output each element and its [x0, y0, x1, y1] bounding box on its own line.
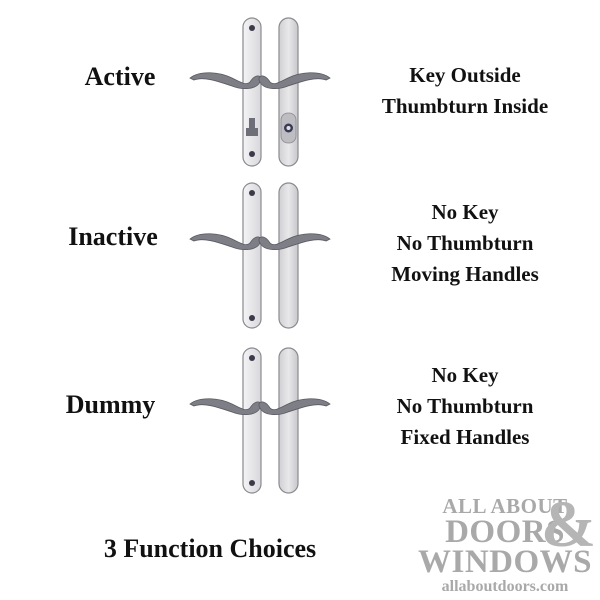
desc-line: Key Outside	[409, 63, 521, 87]
escutcheon-plate-right	[278, 17, 299, 167]
escutcheon-plate-left	[242, 17, 262, 167]
row-label-inactive: Inactive	[68, 222, 158, 251]
brand-logo: & ALL ABOUT DOORS WINDOWS allaboutdoors.…	[415, 488, 596, 597]
logo-url: allaboutdoors.com	[441, 578, 569, 595]
desc-line: Fixed Handles	[400, 425, 530, 449]
screw-icon	[249, 25, 255, 31]
row-desc-inactive: No Key No Thumbturn Moving Handles	[345, 197, 585, 290]
lever-handle-right	[258, 233, 331, 251]
escutcheon-plate-left	[242, 182, 262, 329]
lever-handle-left	[189, 72, 262, 90]
screw-icon	[249, 190, 255, 196]
logo-line1: ALL ABOUT	[442, 494, 568, 518]
escutcheon-plate-left	[242, 347, 262, 494]
row-desc-active: Key Outside Thumbturn Inside	[345, 60, 585, 122]
escutcheon-plate-right	[278, 347, 299, 494]
row-label-dummy: Dummy	[65, 390, 156, 419]
screw-icon	[249, 151, 255, 157]
row-desc-dummy: No Key No Thumbturn Fixed Handles	[345, 360, 585, 453]
logo-line2: DOORS	[445, 514, 565, 550]
row-label-active: Active	[84, 62, 156, 91]
lever-handle-right	[258, 72, 331, 90]
lever-handle-left	[189, 398, 262, 416]
desc-line: Moving Handles	[391, 262, 539, 286]
escutcheon-plate-right	[278, 182, 299, 329]
lever-handle-left	[189, 233, 262, 251]
logo-line3: WINDOWS	[417, 544, 593, 580]
handle-set-inactive	[180, 175, 340, 335]
screw-icon	[249, 315, 255, 321]
logo-ampersand: &	[541, 488, 596, 561]
desc-line: No Thumbturn	[396, 394, 534, 418]
desc-line: No Key	[431, 363, 499, 387]
lever-handle-right	[258, 398, 331, 416]
handle-set-dummy	[180, 340, 340, 500]
desc-line: No Thumbturn	[396, 231, 534, 255]
desc-line: Thumbturn Inside	[381, 94, 549, 118]
thumbturn-icon	[246, 118, 258, 136]
handle-set-active	[180, 10, 340, 175]
desc-line: No Key	[431, 200, 499, 224]
screw-icon	[249, 355, 255, 361]
screw-icon	[249, 480, 255, 486]
caption-title: 3 Function Choices	[103, 534, 317, 563]
